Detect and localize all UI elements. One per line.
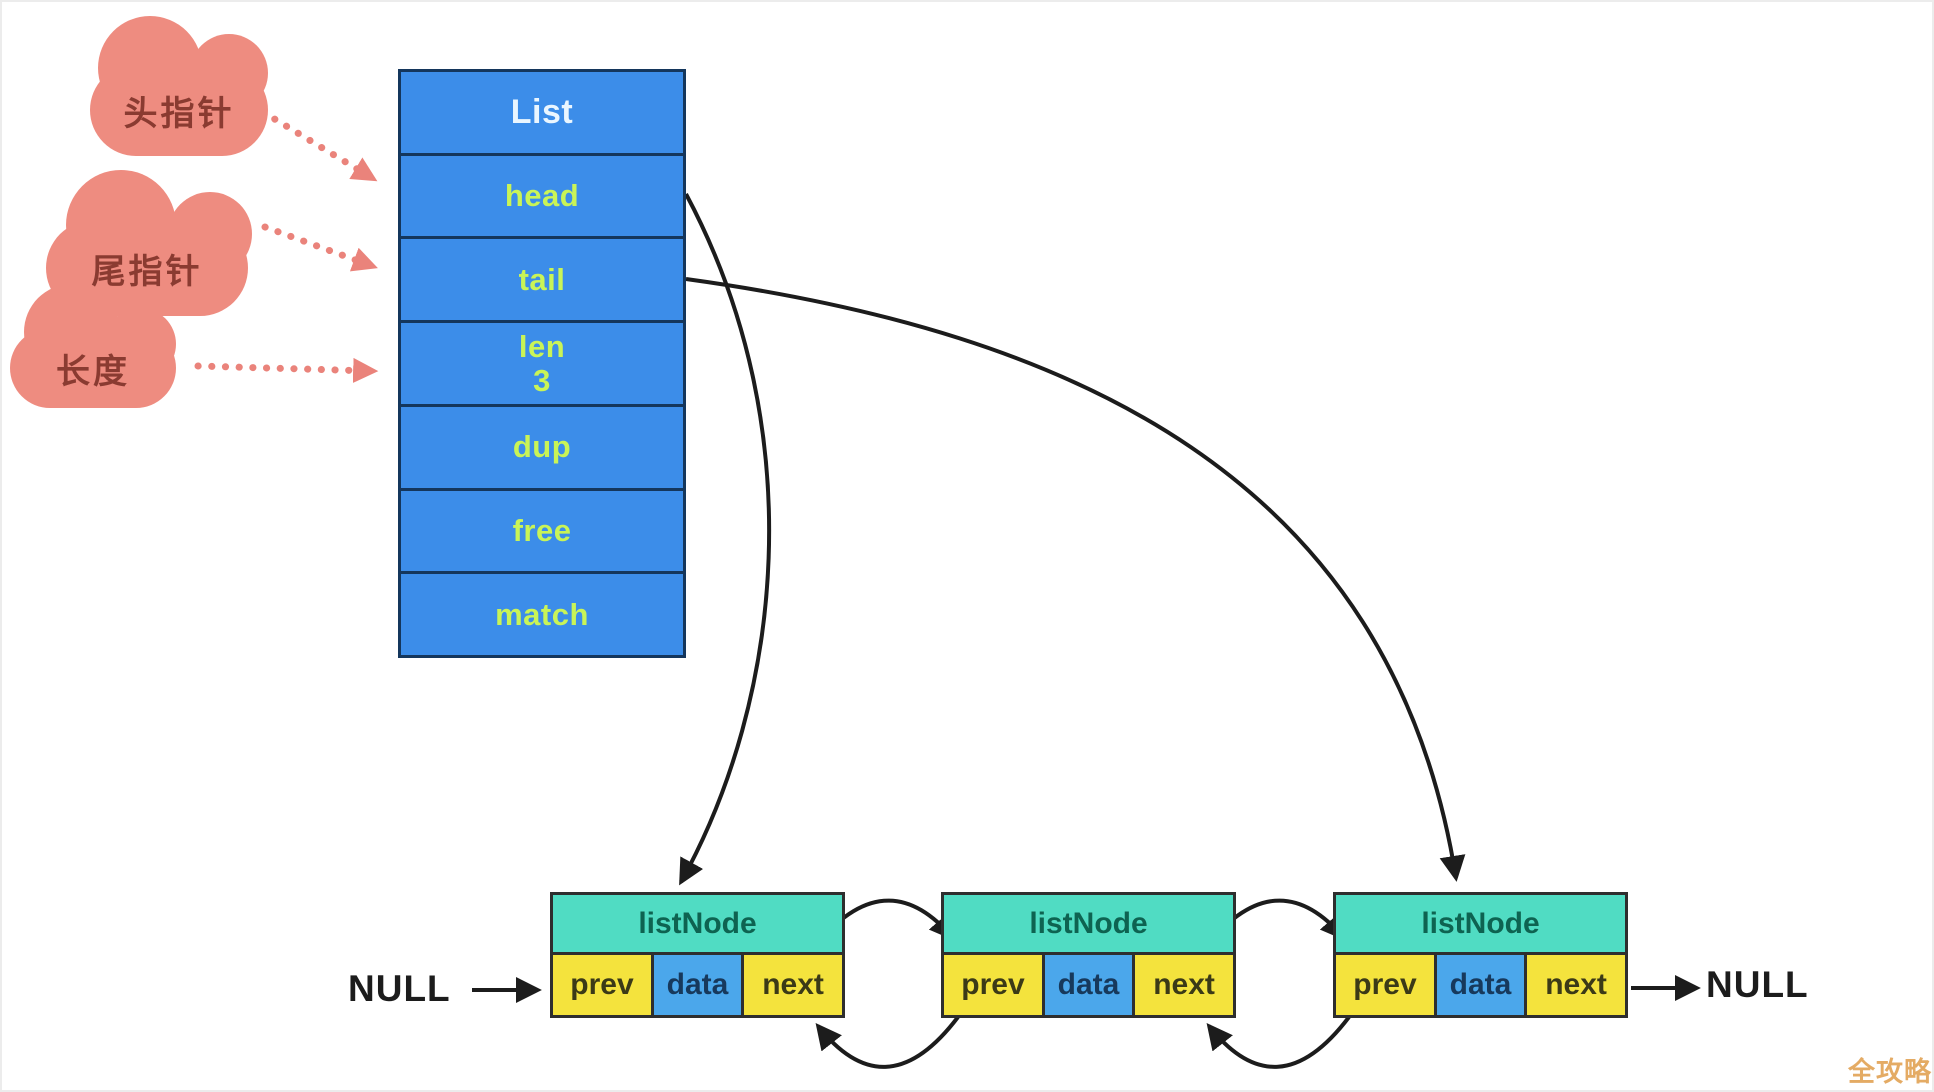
- node3-prev-arrow: [1206, 1015, 1351, 1069]
- list-node-1-data-cell: data: [650, 955, 745, 1015]
- list-node-1-title: listNode: [553, 895, 842, 955]
- list-node-2-data-cell: data: [1041, 955, 1136, 1015]
- list-field-head: head: [401, 156, 683, 240]
- cloud-head-pointer: 头指针: [90, 16, 268, 156]
- cloud-head-pointer-label: 头指针: [123, 94, 235, 133]
- cloud-tail-pointer-label: 尾指针: [91, 252, 203, 291]
- head-pointer-dotted-arrow: [259, 108, 378, 182]
- list-field-match: match: [495, 596, 589, 632]
- list-node-2-title: listNode: [944, 895, 1233, 955]
- list-node-3-prev-cell: prev: [1336, 955, 1434, 1015]
- list-node-2-next-cell: next: [1135, 955, 1233, 1015]
- list-node-1-prev-cell: prev: [553, 955, 651, 1015]
- list-node-2-prev-cell: prev: [944, 955, 1042, 1015]
- list-node-3: listNode prev data next: [1333, 892, 1628, 1018]
- cloud-length: 长度: [10, 284, 176, 408]
- list-struct-box: List head tail len 3 dup free match: [398, 69, 686, 658]
- tail-to-node3-arrow: [685, 277, 1466, 882]
- list-field-tail: tail: [401, 239, 683, 324]
- list-node-1-next-cell: next: [744, 955, 842, 1015]
- length-dotted-arrow: [194, 357, 379, 384]
- list-field-len: len 3: [401, 323, 683, 407]
- null-label-left: NULL: [348, 968, 451, 1009]
- list-node-3-next-cell: next: [1527, 955, 1625, 1015]
- node2-prev-arrow: [815, 1015, 960, 1069]
- list-field-dup: dup: [401, 407, 683, 491]
- null-label-right: NULL: [1706, 964, 1809, 1005]
- head-to-node1-arrow: [679, 193, 772, 886]
- cloud-length-label: 长度: [56, 352, 130, 391]
- list-node-3-title: listNode: [1336, 895, 1625, 955]
- list-field-len-label: len: [518, 328, 566, 364]
- list-field-free: free: [401, 491, 683, 575]
- watermark: 全攻略: [1848, 1057, 1932, 1087]
- list-node-3-data-cell: data: [1433, 955, 1528, 1015]
- list-field-len-value: 3: [533, 362, 551, 398]
- tail-pointer-dotted-arrow: [261, 223, 378, 272]
- list-node-2: listNode prev data next: [941, 892, 1236, 1018]
- list-node-1: listNode prev data next: [550, 892, 845, 1018]
- list-title: List: [401, 72, 683, 156]
